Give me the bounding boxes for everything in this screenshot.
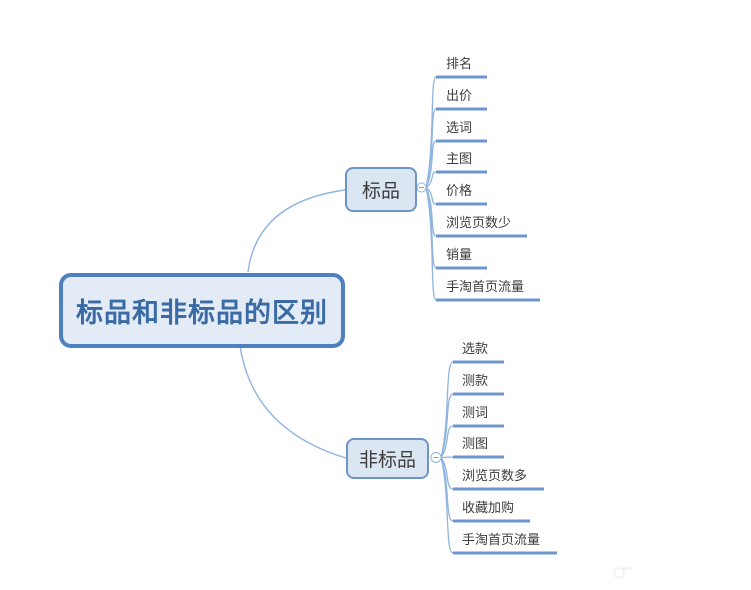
child-connector [440, 425, 454, 458]
child-topic[interactable]: 收藏加购 [462, 501, 515, 516]
child-topic[interactable]: 销量 [446, 248, 473, 263]
child-connector [440, 361, 454, 458]
child-topic[interactable]: 测图 [462, 437, 489, 452]
branch-connector [239, 345, 347, 459]
child-connector [440, 457, 454, 490]
faint-logo-icon [613, 567, 633, 579]
child-topic[interactable]: 选款 [462, 342, 489, 357]
child-connector [425, 140, 437, 188]
child-connector [425, 108, 437, 188]
child-topic[interactable]: 排名 [446, 57, 473, 72]
child-topic[interactable]: 手淘首页流量 [462, 533, 541, 548]
child-connector [425, 171, 437, 189]
child-topic[interactable]: 测款 [462, 374, 489, 389]
watermark-mark [612, 563, 640, 581]
child-topic[interactable]: 主图 [446, 152, 473, 167]
child-topic[interactable]: 选词 [446, 121, 473, 136]
child-connector [440, 457, 454, 554]
child-connector [440, 393, 454, 458]
child-connector [425, 187, 437, 301]
child-topic[interactable]: 价格 [446, 184, 473, 199]
root-topic[interactable]: 标品和非标品的区别 [59, 273, 345, 348]
child-topic[interactable]: 浏览页数多 [462, 469, 528, 484]
child-topic[interactable]: 手淘首页流量 [446, 280, 525, 295]
branch-topic[interactable]: 非标品 [346, 438, 429, 479]
child-connector [440, 456, 454, 459]
child-topic[interactable]: 浏览页数少 [446, 216, 512, 231]
collapse-minus-icon[interactable] [430, 452, 442, 463]
child-topic[interactable]: 测词 [462, 406, 489, 421]
branch-connector [247, 189, 346, 273]
branch-topic[interactable]: 标品 [345, 167, 417, 212]
child-topic[interactable]: 出价 [446, 89, 473, 104]
child-connector [425, 186, 437, 205]
collapse-minus-icon[interactable] [416, 182, 427, 193]
